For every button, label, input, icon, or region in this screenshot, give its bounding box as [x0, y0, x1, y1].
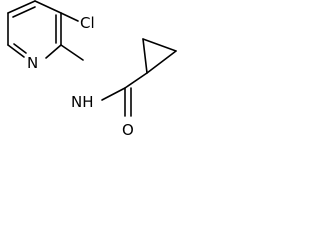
- bond-nh-carbonyl: [101, 87, 126, 101]
- ring-bond-c3-c4: [34, 0, 62, 14]
- chemical-structure: Cl N NH O: [7, 0, 177, 139]
- ring-double-c4-c5: [12, 6, 36, 18]
- ring-double-c6-n1: [13, 43, 27, 54]
- ring-bond-c4-c5: [7, 0, 36, 14]
- ring-bond-c6-n1: [7, 44, 25, 58]
- cyclopropane-bond-a: [142, 38, 148, 74]
- bond-carbonyl-cyclopropyl: [124, 72, 148, 89]
- ring-bond-n1-c2: [45, 44, 62, 59]
- atom-label-nh: NH: [71, 93, 94, 111]
- bond-c3-cl: [60, 12, 79, 22]
- structure-canvas: Cl N NH O: [0, 0, 181, 149]
- atom-label-cl: Cl: [80, 14, 95, 32]
- atom-label-o: O: [122, 121, 134, 139]
- atom-label-ring-n: N: [27, 54, 38, 72]
- cyclopropane-bond-b: [142, 38, 177, 52]
- bond-c2-nh: [60, 44, 84, 61]
- cyclopropane-bond-c: [146, 50, 177, 74]
